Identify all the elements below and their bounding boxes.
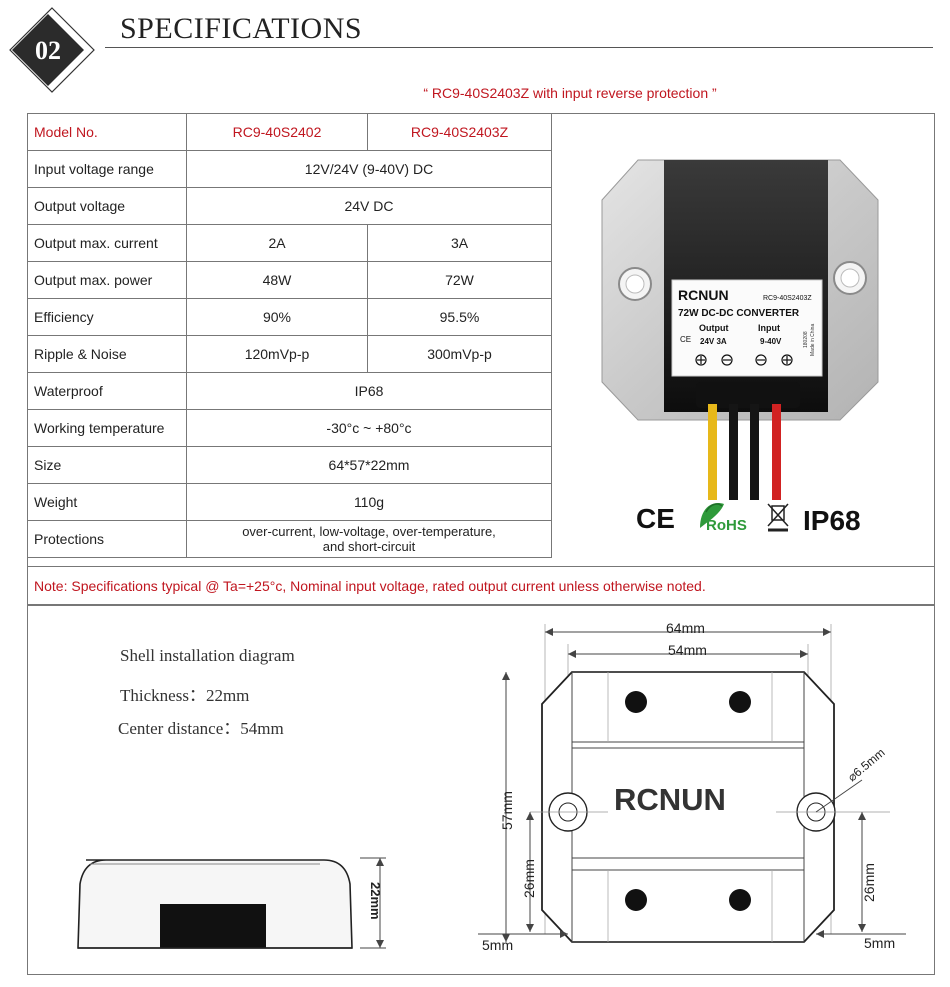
table-row: Working temperature -30°c ~ +80°c — [27, 409, 552, 447]
row-value: 12V/24V (9-40V) DC — [186, 150, 552, 188]
dim-thickness: 22mm — [368, 882, 383, 920]
thickness-spec: Thickness：22mm — [120, 681, 249, 706]
row-value: -30°c ~ +80°c — [186, 409, 552, 447]
side-view-drawing: 22mm — [77, 857, 386, 949]
row-value-b: 3A — [367, 224, 552, 262]
dim-height: 57mm — [499, 791, 515, 830]
section-number: 02 — [35, 36, 61, 65]
center-distance-label: Center distance： — [118, 719, 241, 738]
spec-note: Note: Specifications typical @ Ta=+25°c,… — [34, 578, 706, 594]
row-label: Input voltage range — [27, 150, 187, 188]
screw-bottom-right — [729, 889, 751, 911]
row-label: Waterproof — [27, 372, 187, 410]
wire-yellow — [708, 404, 717, 500]
title-underline — [105, 47, 933, 48]
label-type: 72W DC-DC CONVERTER — [678, 308, 800, 319]
dim-half-height-right: 26mm — [861, 863, 877, 902]
table-row: Efficiency 90% 95.5% — [27, 298, 552, 336]
ce-mark: CE — [636, 503, 675, 534]
label-brand: RCNUN — [678, 287, 729, 303]
side-connector — [160, 904, 266, 948]
row-value: 24V DC — [186, 187, 552, 225]
row-value-a: 48W — [186, 261, 368, 299]
thickness-value: 22mm — [205, 686, 250, 705]
subtitle: “ RC9-40S2403Z with input reverse protec… — [423, 85, 717, 101]
screw-top-right — [729, 691, 751, 713]
wire-red — [772, 404, 781, 500]
table-row: Size 64*57*22mm — [27, 446, 552, 484]
row-label: Working temperature — [27, 409, 187, 447]
row-label: Protections — [27, 520, 187, 558]
thickness-label: Thickness： — [120, 686, 206, 705]
table-row: Protections over-current, low-voltage, o… — [27, 520, 552, 558]
row-label: Size — [27, 446, 187, 484]
label-model: RC9-40S2403Z — [763, 295, 812, 302]
installation-title: Shell installation diagram — [120, 646, 295, 665]
wire-black-1 — [729, 404, 738, 500]
label-code: 180208 — [803, 331, 809, 348]
row-label: Output max. current — [27, 224, 187, 262]
table-row: Output max. current 2A 3A — [27, 224, 552, 262]
row-label: Weight — [27, 483, 187, 521]
table-row: Input voltage range 12V/24V (9-40V) DC — [27, 150, 552, 188]
screw-top-left — [625, 691, 647, 713]
row-label: Output voltage — [27, 187, 187, 225]
protections-line-1: over-current, low-voltage, over-temperat… — [242, 524, 496, 539]
dim-hole-value: 6.5mm — [850, 745, 887, 779]
cable-grommet — [696, 382, 800, 408]
dim-width-inner: 54mm — [668, 642, 707, 658]
section-number-badge: 02 — [9, 7, 95, 93]
row-label: Efficiency — [27, 298, 187, 336]
front-view-drawing: 64mm 54mm RCNUN ⌀6.5mm 57mm 26mm 26mm 5m… — [478, 620, 906, 953]
installation-panel — [27, 605, 935, 975]
terminal-symbols — [695, 354, 793, 366]
row-value: over-current, low-voltage, over-temperat… — [186, 520, 552, 558]
label-input-head: Input — [758, 323, 780, 333]
table-row: Waterproof IP68 — [27, 372, 552, 410]
row-value: 110g — [186, 483, 552, 521]
product-photo: RCNUN RC9-40S2403Z 72W DC-DC CONVERTER C… — [601, 159, 879, 536]
spec-table: Model No. RC9-40S2402 RC9-40S2403Z Input… — [27, 113, 552, 558]
label-ce: CE — [680, 335, 691, 344]
label-input-val: 9-40V — [760, 337, 782, 346]
dim-half-height-left: 26mm — [521, 859, 537, 898]
table-row: Ripple & Noise 120mVp-p 300mVp-p — [27, 335, 552, 373]
label-made-in: Made in China — [810, 324, 816, 356]
row-value-b: 300mVp-p — [367, 335, 552, 373]
row-value-b: 72W — [367, 261, 552, 299]
row-value: IP68 — [186, 372, 552, 410]
dim-edge-left: 5mm — [482, 937, 513, 953]
row-value-a: 120mVp-p — [186, 335, 368, 373]
dim-hole: ⌀6.5mm — [845, 745, 888, 784]
table-row: Output voltage 24V DC — [27, 187, 552, 225]
row-label: Ripple & Noise — [27, 335, 187, 373]
row-value-a: 90% — [186, 298, 368, 336]
row-label: Output max. power — [27, 261, 187, 299]
label-output-head: Output — [699, 323, 729, 333]
drawing-brand: RCNUN — [614, 782, 726, 817]
row-value-b: 95.5% — [367, 298, 552, 336]
row-value-a: 2A — [186, 224, 368, 262]
table-row: Model No. RC9-40S2402 RC9-40S2403Z — [27, 113, 552, 151]
row-value: 64*57*22mm — [186, 446, 552, 484]
screw-bottom-left — [625, 889, 647, 911]
table-row: Weight 110g — [27, 483, 552, 521]
model-a-header: RC9-40S2402 — [186, 113, 368, 151]
weee-bin-icon — [767, 503, 789, 532]
note-panel — [27, 567, 935, 605]
dim-width-outer: 64mm — [666, 620, 705, 636]
model-header: Model No. — [27, 113, 187, 151]
center-distance-spec: Center distance：54mm — [118, 714, 284, 739]
rohs-mark: RoHS — [706, 517, 747, 534]
wire-black-2 — [750, 404, 759, 500]
dim-edge-right: 5mm — [864, 935, 895, 951]
center-distance-value: 54mm — [240, 719, 284, 738]
table-row: Output max. power 48W 72W — [27, 261, 552, 299]
protections-line-2: and short-circuit — [322, 539, 416, 554]
ip68-mark: IP68 — [803, 505, 861, 536]
label-output-val: 24V 3A — [700, 337, 727, 346]
model-b-header: RC9-40S2403Z — [367, 113, 552, 151]
rohs-leaf-icon — [700, 503, 724, 528]
page-title: SPECIFICATIONS — [120, 12, 363, 45]
